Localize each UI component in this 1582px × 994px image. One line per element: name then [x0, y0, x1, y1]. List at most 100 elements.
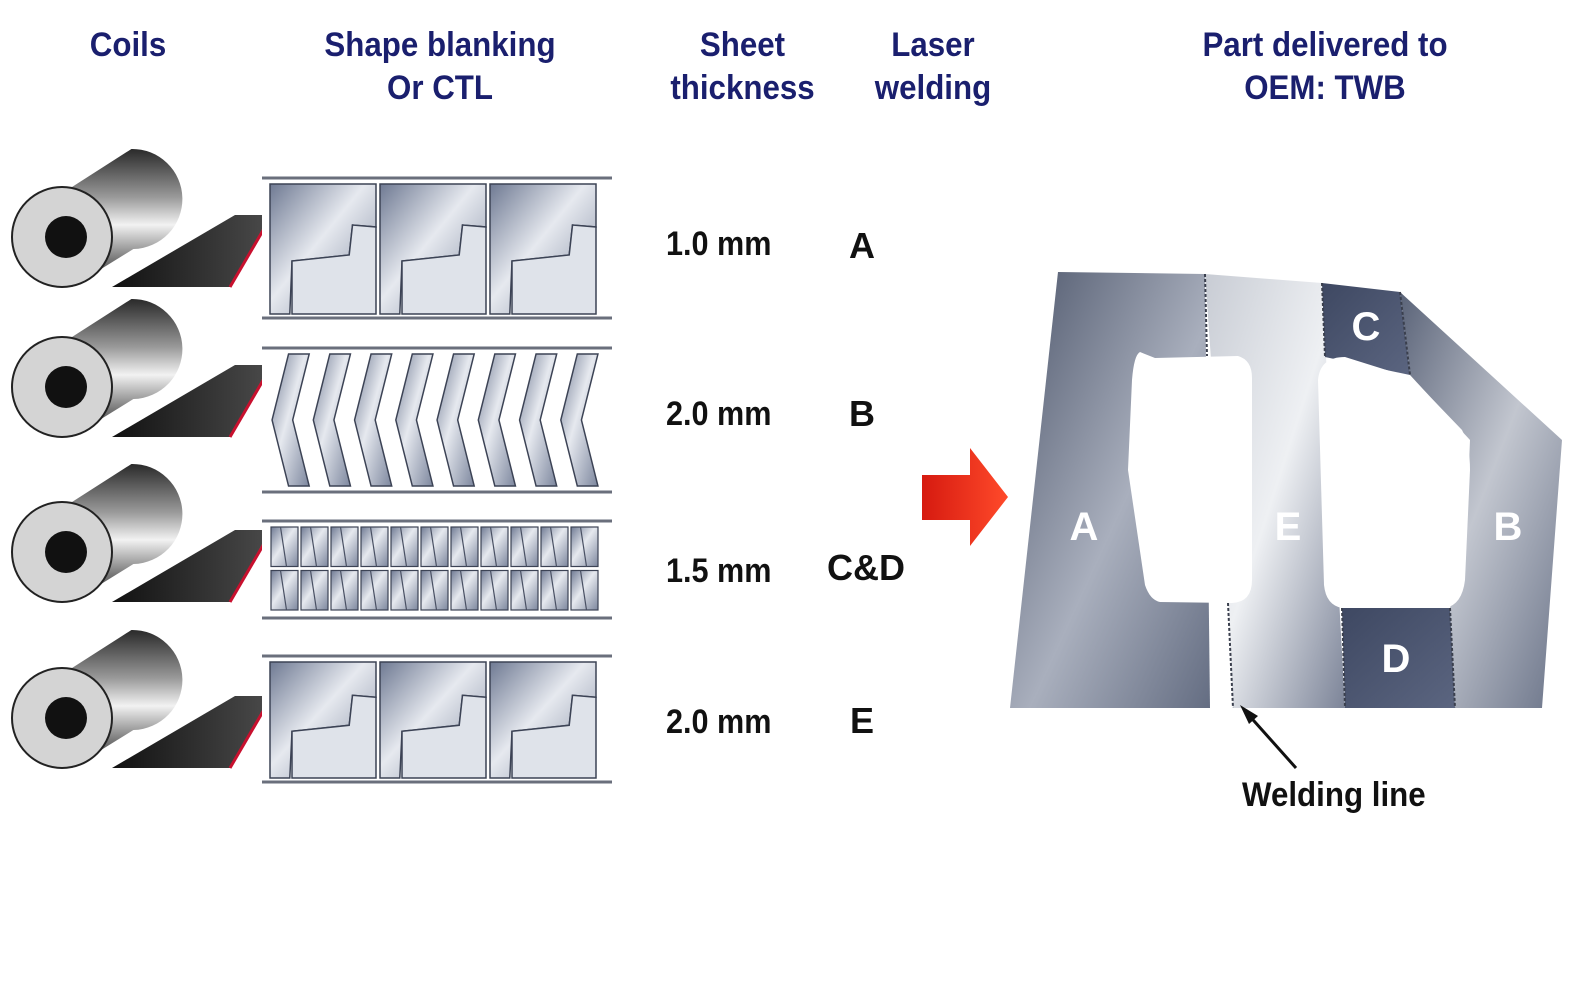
header-laser-line1: Laser [891, 26, 975, 64]
blank-strip-4 [262, 654, 612, 784]
coil-core [45, 216, 87, 258]
coil-sheet [112, 696, 270, 768]
header-blanking-line2: Or CTL [386, 69, 494, 107]
coil-core [45, 531, 87, 573]
coil-column [11, 148, 274, 769]
blank-piece [300, 569, 329, 611]
blank-piece-cut [279, 526, 288, 567]
blank-piece-cut [369, 570, 378, 611]
blank-piece [511, 224, 597, 315]
blank-piece [360, 526, 389, 568]
thickness-row-2: 2.0 mm [666, 395, 772, 433]
blank-piece-cut [519, 526, 528, 567]
part-label-b: B [1493, 505, 1523, 549]
blank-piece-cut [309, 526, 318, 567]
coil-4 [11, 629, 274, 769]
part-label-e: E [1274, 505, 1302, 549]
header-delivered-line1: Part delivered to [1202, 26, 1448, 64]
blank-piece [570, 569, 599, 611]
weld-line-c-b [1399, 291, 1411, 376]
blank-piece-cut [459, 526, 468, 567]
blank-piece [390, 569, 419, 611]
blank-piece [353, 353, 393, 487]
blank-piece-cut [549, 526, 558, 567]
transfer-arrow [922, 448, 1008, 546]
part-label-c: C [1351, 305, 1381, 349]
thickness-row-1: 1.0 mm [666, 225, 772, 263]
blank-piece-cut [579, 526, 588, 567]
red-arrow-icon [922, 448, 1008, 546]
blank-piece-cut [429, 526, 438, 567]
pointer-arrowhead-icon [1240, 705, 1258, 724]
welding-line-pointer [1240, 705, 1298, 769]
blank-piece [390, 526, 419, 568]
blank-strip-2 [262, 346, 612, 494]
weld-line-e-b [1321, 282, 1346, 709]
blank-piece [436, 353, 476, 487]
notch [1553, 561, 1567, 575]
header-blanking: Shape blanking Or CTL [302, 24, 578, 110]
twb-part [1010, 272, 1567, 709]
coil-2 [11, 298, 274, 438]
blank-piece [511, 694, 597, 779]
blank-piece [291, 224, 377, 315]
blank-piece [560, 353, 599, 487]
panel-b [1400, 292, 1562, 708]
blank-piece [450, 569, 479, 611]
blank-piece-cut [489, 570, 498, 611]
window-right [1318, 357, 1470, 608]
blank-piece-cut [399, 570, 408, 611]
blank-piece [270, 526, 299, 568]
blank-piece [420, 526, 449, 568]
blank-piece [300, 526, 329, 568]
blank-piece-cut [579, 570, 588, 611]
part-label-a: A [1069, 505, 1099, 549]
blank-piece-cut [519, 570, 528, 611]
blank-piece-cut [459, 570, 468, 611]
header-thickness-line1: Sheet [699, 26, 786, 64]
blank-piece-cut [309, 570, 318, 611]
blank-piece [477, 353, 517, 487]
welding-line-label: Welding line [1242, 776, 1426, 814]
blank-piece [540, 569, 569, 611]
coil-sheet [112, 215, 270, 287]
blank-piece-cut [369, 526, 378, 567]
blank-piece-cut [549, 570, 558, 611]
coil-3 [11, 463, 274, 603]
header-thickness-line2: thickness [670, 69, 815, 107]
blank-piece-cut [429, 570, 438, 611]
blank-piece [330, 526, 359, 568]
blank-column [262, 176, 612, 784]
blank-piece-cut [339, 570, 348, 611]
header-delivered-line2: OEM: TWB [1244, 69, 1406, 107]
blank-piece [401, 694, 487, 779]
coil-core [45, 697, 87, 739]
blank-piece [420, 569, 449, 611]
blank-piece [270, 569, 299, 611]
blank-piece [510, 526, 539, 568]
coil-core [45, 366, 87, 408]
blank-piece [518, 353, 558, 487]
header-delivered: Part delivered to OEM: TWB [1182, 24, 1467, 110]
blank-piece [401, 224, 487, 315]
blank-piece-cut [339, 526, 348, 567]
label-row-2: B [849, 393, 875, 434]
weld-line-a-e [1204, 273, 1234, 709]
label-row-3: C&D [827, 547, 905, 588]
blank-strip-1 [262, 176, 612, 320]
blank-piece [312, 353, 352, 487]
label-row-4: E [849, 700, 874, 741]
blank-piece [540, 526, 569, 568]
panel-c [1322, 283, 1410, 375]
blank-piece [450, 526, 479, 568]
blank-piece [291, 694, 377, 779]
blank-piece-cut [279, 570, 288, 611]
blank-piece [480, 526, 509, 568]
part-label-d: D [1381, 637, 1411, 681]
blank-piece [330, 569, 359, 611]
panel-d [1342, 608, 1455, 708]
thickness-row-3: 1.5 mm [666, 552, 772, 590]
header-laser-line2: welding [874, 69, 992, 107]
label-row-1: A [849, 225, 875, 266]
